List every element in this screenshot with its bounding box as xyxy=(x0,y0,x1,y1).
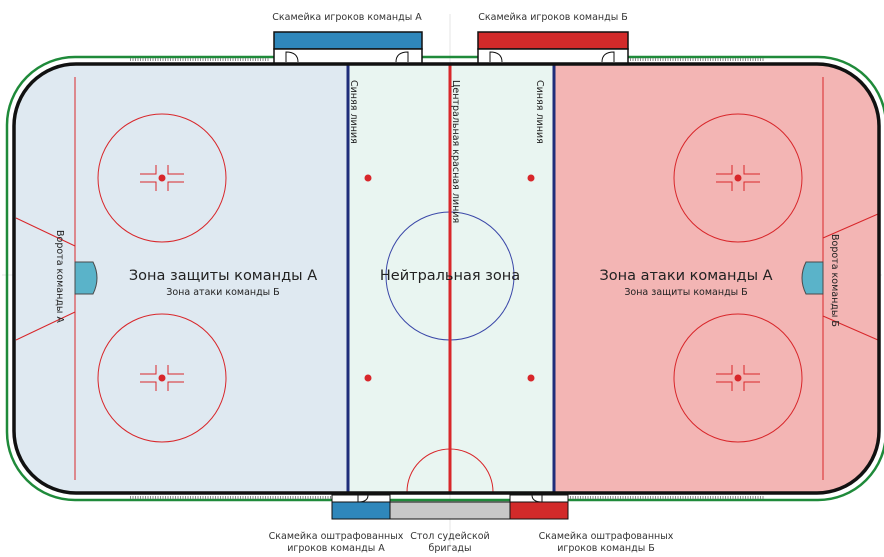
penalty-box-a-label-line2: игроков команды А xyxy=(287,543,385,554)
officials-table-label: Стол судейской бригады xyxy=(390,531,510,555)
faceoff-circle-b-top xyxy=(673,113,803,243)
rink-boards xyxy=(12,62,881,495)
trapezoid-b xyxy=(822,213,879,341)
attack-zone-b-sublabel: Зона атаки команды Б xyxy=(166,287,279,298)
penalty-box-b-label: Скамейка оштрафованных игроков команды Б xyxy=(506,531,706,555)
attack-zone-a-label: Зона атаки команды А xyxy=(599,268,772,284)
goal-a-icon xyxy=(74,261,98,295)
trapezoid-a xyxy=(15,217,76,341)
faceoff-circle-b-bottom xyxy=(673,313,803,443)
defense-zone-b-sublabel: Зона защиты команды Б xyxy=(624,287,747,298)
officials-table xyxy=(389,501,511,520)
bench-a-label: Скамейка игроков команды А xyxy=(272,12,422,23)
officials-table-label-line1: Стол судейской xyxy=(410,531,490,542)
bench-a xyxy=(273,31,423,64)
neutral-zone-label: Нейтральная зона xyxy=(380,268,520,284)
faceoff-circle-a-bottom xyxy=(97,313,227,443)
neutral-dot-bottom-left xyxy=(364,374,372,382)
penalty-box-b xyxy=(509,494,569,520)
center-red-line-label: Центральная красная линия xyxy=(450,80,461,223)
bench-b xyxy=(477,31,629,64)
penalty-box-a-label-line1: Скамейка оштрафованных xyxy=(268,531,404,542)
goal-b-icon xyxy=(801,261,824,295)
blue-line-left-label: Синяя линия xyxy=(348,80,359,144)
penalty-box-b-label-line1: Скамейка оштрафованных xyxy=(538,531,674,542)
zone-b-fill xyxy=(554,64,879,493)
outer-board-line xyxy=(5,55,884,502)
neutral-dot-top-right xyxy=(527,174,535,182)
penalty-box-a-label: Скамейка оштрафованных игроков команды А xyxy=(236,531,436,555)
blue-line-right-label: Синяя линия xyxy=(534,80,545,144)
goal-b-label: Ворота команды Б xyxy=(829,234,840,327)
officials-table-label-line2: бригады xyxy=(428,543,472,554)
faceoff-circle-a-top xyxy=(97,113,227,243)
neutral-dot-top-left xyxy=(364,174,372,182)
bench-b-label: Скамейка игроков команды Б xyxy=(478,12,628,23)
penalty-box-a xyxy=(331,494,391,520)
goal-a-label: Ворота команды А xyxy=(54,230,65,323)
neutral-dot-bottom-right xyxy=(527,374,535,382)
defense-zone-a-label: Зона защиты команды А xyxy=(129,268,317,284)
zone-a-fill xyxy=(14,64,348,493)
penalty-box-b-label-line2: игроков команды Б xyxy=(557,543,655,554)
